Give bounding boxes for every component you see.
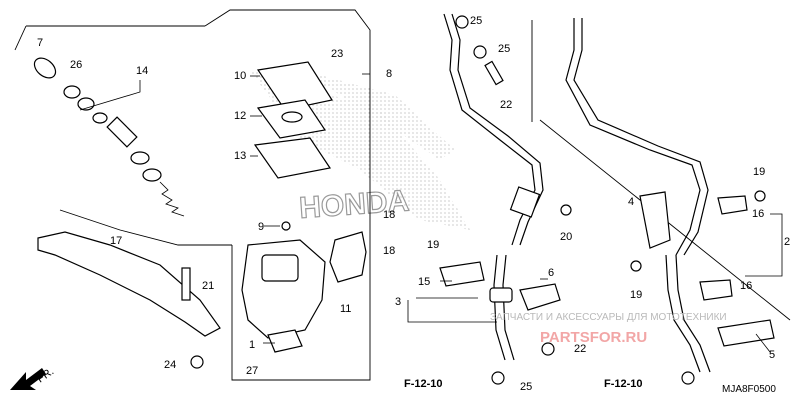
callout-9: 9 <box>258 221 264 233</box>
callout-22b: 22 <box>574 343 586 355</box>
reservoir-parts <box>253 61 333 179</box>
callout-7: 7 <box>37 37 43 49</box>
callout-18a: 18 <box>383 209 395 221</box>
reference-labels: F-12-10 F-12-10 MJA8F0500 <box>404 378 776 395</box>
callout-27: 27 <box>246 365 258 377</box>
callout-19a: 19 <box>427 239 439 251</box>
callout-4: 4 <box>628 196 634 208</box>
callout-10: 10 <box>234 70 246 82</box>
callout-14: 14 <box>136 65 148 77</box>
right-brake-hose <box>565 18 775 385</box>
callout-16a: 16 <box>752 208 764 220</box>
callout-11: 11 <box>340 303 351 315</box>
callout-16b: 16 <box>740 280 752 292</box>
callout-17: 17 <box>110 235 122 247</box>
callout-25c: 25 <box>520 381 532 393</box>
callout-25a: 25 <box>470 15 482 27</box>
leader-lines <box>79 73 783 353</box>
callout-23: 23 <box>331 48 343 60</box>
callout-20: 20 <box>560 231 572 243</box>
ref-left: F-12-10 <box>404 378 443 390</box>
master-cylinder-body <box>241 221 367 353</box>
callout-22a: 22 <box>500 99 512 111</box>
front-label: FR. <box>35 365 56 385</box>
callout-19c: 19 <box>630 289 642 301</box>
callout-15: 15 <box>418 276 430 288</box>
callouts: 1 2 3 4 5 6 7 8 9 10 11 12 13 14 15 16 1… <box>37 15 790 393</box>
watermark-brand: PARTSFOR.RU <box>540 329 647 346</box>
drawing-code: MJA8F0500 <box>722 384 776 395</box>
callout-3: 3 <box>395 296 401 308</box>
watermark-text: ЗАПЧАСТИ И АКСЕССУАРЫ ДЛЯ МОТОТЕХНИКИ <box>490 312 727 323</box>
callout-5: 5 <box>769 349 775 361</box>
cylinder-internals <box>33 57 185 217</box>
brake-lever <box>37 231 221 369</box>
watermark: ЗАПЧАСТИ И АКСЕССУАРЫ ДЛЯ МОТОТЕХНИКИ PA… <box>490 312 727 346</box>
callout-19b: 19 <box>753 166 765 178</box>
callout-8: 8 <box>386 68 392 80</box>
ref-right: F-12-10 <box>604 378 643 390</box>
callout-6: 6 <box>548 267 554 279</box>
callout-1: 1 <box>249 339 255 351</box>
callout-13: 13 <box>234 150 246 162</box>
center-brake-hose <box>439 13 572 385</box>
callout-24: 24 <box>164 359 176 371</box>
callout-25b: 25 <box>498 43 510 55</box>
callout-12: 12 <box>234 110 246 122</box>
callout-2: 2 <box>784 236 790 248</box>
callout-26: 26 <box>70 59 82 71</box>
callout-18b: 18 <box>383 245 395 257</box>
front-arrow: FR. <box>10 365 56 390</box>
callout-21: 21 <box>202 280 214 292</box>
